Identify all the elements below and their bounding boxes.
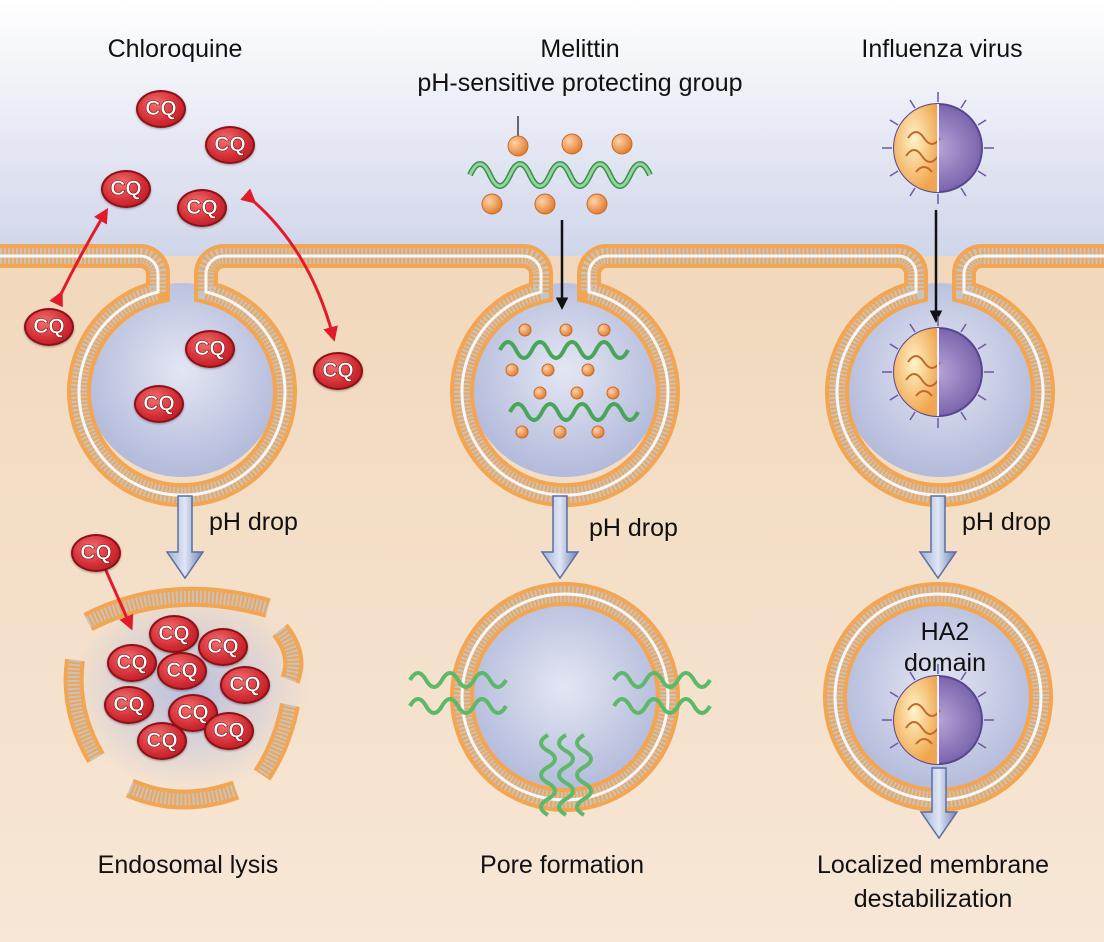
cq-molecule: CQ xyxy=(101,170,151,208)
influenza-virion-outside xyxy=(882,92,994,204)
cq-molecule: CQ xyxy=(198,628,248,666)
destabilization-arrow xyxy=(919,767,959,840)
cq-molecule: CQ xyxy=(136,90,186,128)
ph-drop-arrow-melittin xyxy=(540,495,580,580)
ha2-label: HA2 xyxy=(920,618,970,646)
melittin-peptide-protected xyxy=(467,116,653,215)
cq-molecule: CQ xyxy=(149,615,199,653)
influenza-virion-fusing xyxy=(882,664,994,765)
cq-molecule: CQ xyxy=(177,189,227,227)
influenza-title: Influenza virus xyxy=(861,35,1023,63)
ph-drop-arrow-influenza xyxy=(918,495,958,580)
cq-molecule: CQ xyxy=(220,666,270,704)
ph-drop-label-influenza: pH drop xyxy=(962,508,1051,536)
cq-molecule: CQ xyxy=(185,330,235,368)
melittin-peptides-in-endosome xyxy=(498,323,640,439)
cq-molecule: CQ xyxy=(313,352,363,390)
cq-molecule: CQ xyxy=(107,644,157,682)
membrane-fragments xyxy=(63,586,304,810)
cq-exchange-arrow-left xyxy=(49,207,109,308)
cq-molecule: CQ xyxy=(137,722,187,760)
endosome-lumen-melittin xyxy=(468,283,662,477)
domain-label: domain xyxy=(904,649,986,677)
cq-molecule: CQ xyxy=(205,126,255,164)
chloroquine-title: Chloroquine xyxy=(107,35,243,63)
endosomal-lysis-label: Endosomal lysis xyxy=(97,851,279,879)
cq-molecule: CQ xyxy=(157,652,207,690)
destabilization-label: destabilization xyxy=(853,885,1013,913)
ph-drop-label-chloroquine: pH drop xyxy=(209,508,298,536)
localized-membrane-label: Localized membrane xyxy=(816,851,1050,879)
pore-formation-label: Pore formation xyxy=(480,851,644,879)
cq-molecule: CQ xyxy=(24,308,74,346)
cq-molecule: CQ xyxy=(104,686,154,724)
plasma-membrane xyxy=(0,244,1104,508)
influenza-virion-in-endosome xyxy=(882,316,994,428)
melittin-pore-peptides xyxy=(408,671,712,817)
ph-drop-label-melittin: pH drop xyxy=(589,514,678,542)
melittin-subtitle: pH-sensitive protecting group xyxy=(417,69,743,97)
melittin-title: Melittin xyxy=(540,35,620,63)
cq-molecule: CQ xyxy=(204,712,254,750)
endosome-lumen-chloroquine xyxy=(85,283,279,477)
cq-molecule: CQ xyxy=(134,385,184,423)
ph-drop-arrow-chloroquine xyxy=(165,495,205,580)
cq-exchange-arrow-right xyxy=(240,188,338,342)
cq-molecule: CQ xyxy=(71,534,121,572)
cq-entry-arrow xyxy=(102,565,134,631)
cq-molecule: CQ xyxy=(168,694,218,732)
